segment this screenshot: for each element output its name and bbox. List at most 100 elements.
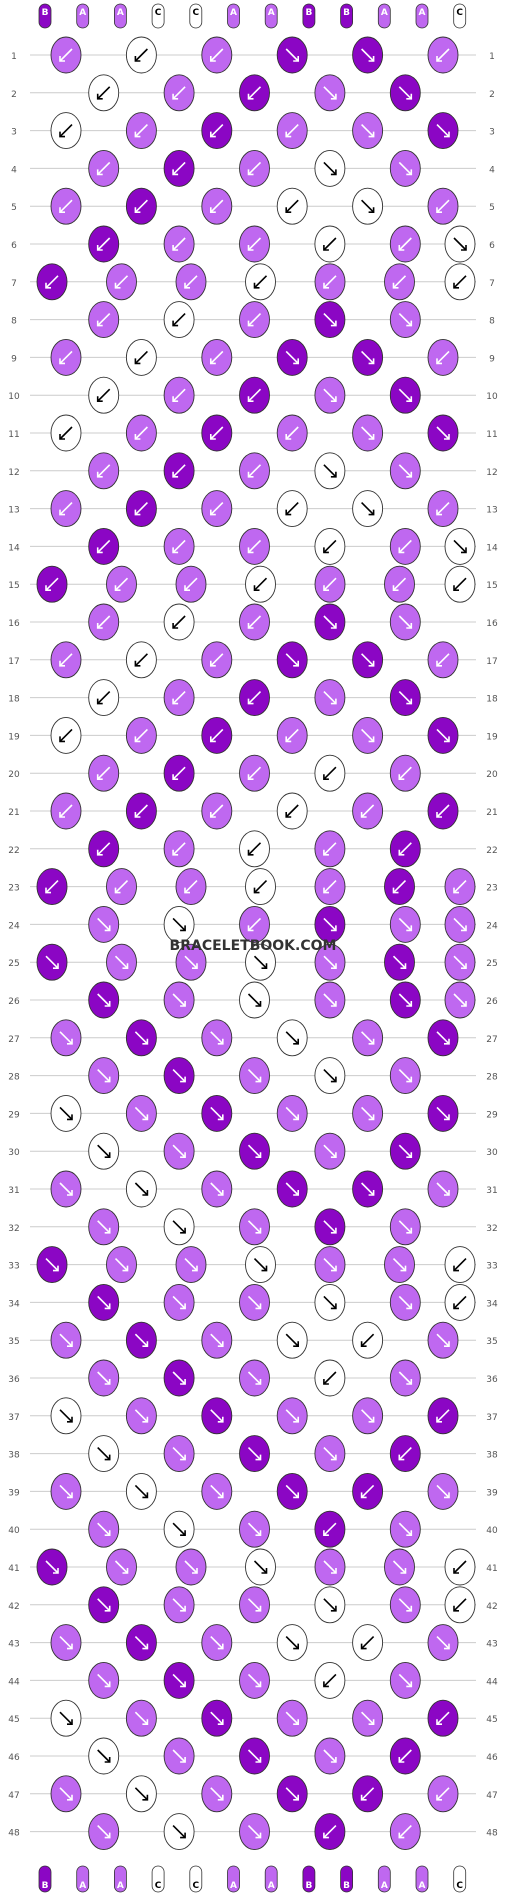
knot-arrow-se — [323, 464, 337, 478]
knot-arrow-sw — [45, 577, 59, 591]
row-number-left: 9 — [11, 354, 17, 364]
knot-arrow-se — [97, 1447, 111, 1461]
knot-arrowhead — [67, 1341, 73, 1347]
knot-arrowhead — [255, 1076, 262, 1083]
knot-arrow-se — [398, 691, 412, 705]
knot-arrow-sw — [210, 426, 224, 440]
knot-arrowhead — [436, 1794, 442, 1801]
row-number-left: 25 — [8, 959, 19, 969]
knot-arrow-se — [361, 1409, 375, 1423]
knot-arrowhead — [255, 1530, 262, 1536]
knot-arrow-se — [453, 237, 467, 251]
row-number-left: 14 — [8, 543, 20, 553]
knot-arrowhead — [330, 1227, 337, 1234]
knot-arrow-sw — [392, 880, 407, 894]
knot-arrowhead — [453, 1303, 459, 1310]
row-number-left: 17 — [8, 657, 19, 667]
knot-arrow-sw — [323, 1825, 337, 1839]
knot-arrow-se — [285, 653, 299, 667]
knot-arrowhead — [255, 1454, 262, 1461]
knot-arrowhead — [96, 623, 103, 629]
row-number-left: 28 — [8, 1073, 20, 1083]
row-number-left: 23 — [8, 884, 19, 894]
knot-arrowhead — [406, 93, 413, 100]
knot-arrowhead — [330, 1454, 337, 1461]
knot-arrowhead — [323, 1379, 329, 1385]
knot-arrow-se — [398, 388, 412, 402]
knot-arrowhead — [172, 471, 179, 478]
knot-arrowhead — [217, 1719, 224, 1725]
knot-arrow-se — [398, 1673, 412, 1687]
row-number-right: 37 — [486, 1413, 497, 1423]
knot-arrowhead — [53, 1568, 59, 1574]
knot-arrowhead — [59, 207, 65, 213]
row-number-left: 11 — [8, 430, 19, 440]
knot-arrowhead — [406, 320, 413, 327]
knot-arrowhead — [172, 547, 179, 554]
row-number-right: 5 — [489, 203, 495, 213]
knot-arrow-sw — [323, 275, 337, 289]
knot-arrow-sw — [210, 48, 224, 62]
knot-arrow-se — [247, 1295, 262, 1309]
knot-arrow-se — [361, 426, 375, 440]
knot-arrowhead — [330, 320, 337, 327]
knot-arrow-se — [436, 728, 450, 742]
row-number-right: 1 — [489, 52, 495, 62]
knot-arrow-sw — [97, 615, 111, 629]
row-number-left: 36 — [8, 1375, 20, 1385]
knot-arrow-se — [398, 1069, 412, 1083]
knot-arrowhead — [96, 396, 103, 403]
knot-arrow-sw — [323, 842, 337, 856]
knot-arrowhead — [360, 1341, 367, 1347]
knot-arrow-sw — [172, 539, 186, 553]
knot-arrowhead — [142, 1114, 149, 1121]
knot-arrow-sw — [97, 539, 111, 553]
knot-arrow-se — [323, 313, 337, 327]
row-number-left: 27 — [8, 1035, 19, 1045]
strand-bottom-9 — [340, 1865, 354, 1893]
knot-arrow-se — [285, 1711, 299, 1725]
strand-bottom-7 — [264, 1865, 278, 1893]
knot-arrow-se — [323, 388, 337, 402]
watermark: BRACELETBOOK.COM — [169, 938, 337, 954]
knot-arrowhead — [392, 887, 399, 894]
knot-arrowhead — [444, 1114, 450, 1121]
knot-arrow-sw — [134, 426, 148, 440]
knot-arrowhead — [210, 131, 216, 138]
knot-arrow-sw — [247, 691, 262, 705]
knot-arrow-sw — [210, 124, 224, 138]
row-number-right: 38 — [486, 1451, 498, 1461]
knot-arrow-sw — [97, 691, 111, 705]
knot-arrow-sw — [436, 350, 450, 364]
knot-arrow-se — [210, 1484, 224, 1498]
knot-arrowhead — [453, 887, 459, 894]
knot-arrow-se — [323, 1749, 337, 1763]
knot-arrowhead — [406, 396, 413, 403]
knot-arrowhead — [330, 1152, 337, 1158]
knot-arrow-se — [398, 1295, 412, 1309]
row-number-right: 9 — [489, 354, 495, 364]
knot-arrow-sw — [97, 842, 111, 856]
knot-arrow-sw — [398, 766, 412, 780]
strand-bottom-letter: B — [42, 1881, 49, 1891]
knot-arrowhead — [436, 509, 442, 516]
knot-arrowhead — [104, 1303, 111, 1310]
knot-arrow-sw — [210, 502, 224, 516]
knot-arrow-se — [134, 1787, 148, 1801]
knot-arrow-sw — [210, 728, 224, 742]
knot-arrowhead — [360, 1794, 367, 1801]
row-number-right: 4 — [489, 165, 495, 175]
knot-arrowhead — [453, 1265, 459, 1272]
strand-bottom-letter: B — [343, 1881, 350, 1891]
knot-arrow-se — [361, 1711, 375, 1725]
row-number-left: 42 — [8, 1602, 19, 1612]
strand-bottom-letter: A — [268, 1881, 275, 1891]
knot-arrow-se — [453, 539, 467, 553]
knot-arrow-se — [398, 1220, 412, 1234]
knot-arrowhead — [96, 547, 103, 554]
strand-top-1 — [38, 3, 52, 29]
knot-arrowhead — [247, 245, 254, 251]
knot-arrowhead — [368, 1190, 375, 1196]
knot-arrow-se — [247, 1749, 262, 1763]
knot-arrowhead — [444, 434, 450, 440]
